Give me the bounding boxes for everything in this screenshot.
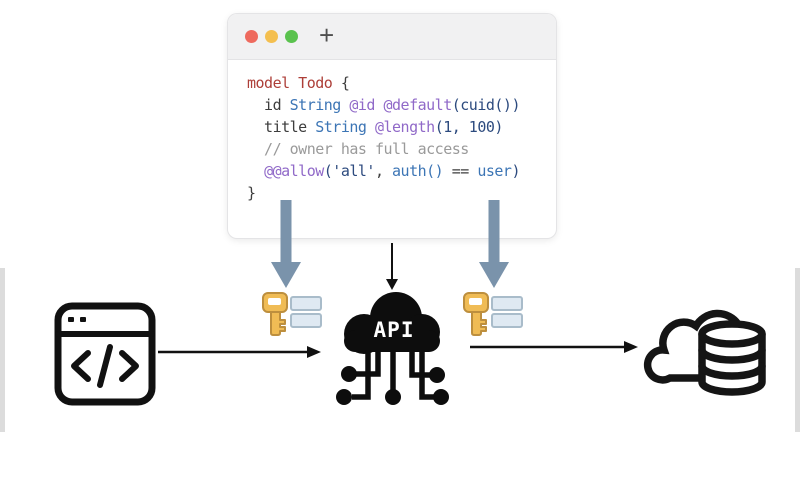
key-credentials-icon-left xyxy=(262,292,322,336)
circuit-nodes xyxy=(336,366,449,405)
cloud-database-icon xyxy=(643,309,766,396)
new-tab-plus-icon[interactable]: + xyxy=(319,19,335,50)
code-line: title String @length(1, 100) xyxy=(247,118,503,136)
schema-api-arrow xyxy=(386,243,398,290)
credential-fields-icon xyxy=(290,296,322,328)
cloud-outline xyxy=(643,309,742,384)
key-icon xyxy=(463,292,489,336)
db-cylinder-top xyxy=(698,320,766,348)
api-cloud-circuit-icon: API xyxy=(336,292,449,405)
key-icon xyxy=(262,292,288,336)
code-line: @@allow('all', auth() == user) xyxy=(264,162,520,180)
code-line: // owner has full access xyxy=(247,140,469,158)
circuit-legs xyxy=(352,350,434,400)
api-label: API xyxy=(374,318,415,342)
code-line: model Todo { xyxy=(247,74,350,92)
client-api-arrow xyxy=(158,346,321,358)
code-line: id String @id @default(cuid()) xyxy=(247,96,520,114)
titlebar-dot-icon xyxy=(80,317,86,322)
schema-code-window: + model Todo { id String @id @default(cu… xyxy=(228,14,556,238)
db-band xyxy=(698,346,766,364)
api-db-arrow xyxy=(470,341,638,353)
traffic-light-zoom-button[interactable] xyxy=(285,30,298,43)
key-credentials-icon-right xyxy=(463,292,523,336)
traffic-light-close-button[interactable] xyxy=(245,30,258,43)
code-chevrons-icon xyxy=(71,344,139,388)
traffic-light-minimize-button[interactable] xyxy=(265,30,278,43)
browser-code-window-icon xyxy=(54,302,156,406)
db-band xyxy=(698,362,766,380)
window-titlebar: + xyxy=(228,14,556,60)
slide-edge-right xyxy=(795,268,800,432)
titlebar-dot-icon xyxy=(68,317,74,322)
code-block: model Todo { id String @id @default(cuid… xyxy=(228,60,556,204)
credential-fields-icon xyxy=(491,296,523,328)
code-line: } xyxy=(247,184,256,202)
slide-edge-left xyxy=(0,268,5,432)
